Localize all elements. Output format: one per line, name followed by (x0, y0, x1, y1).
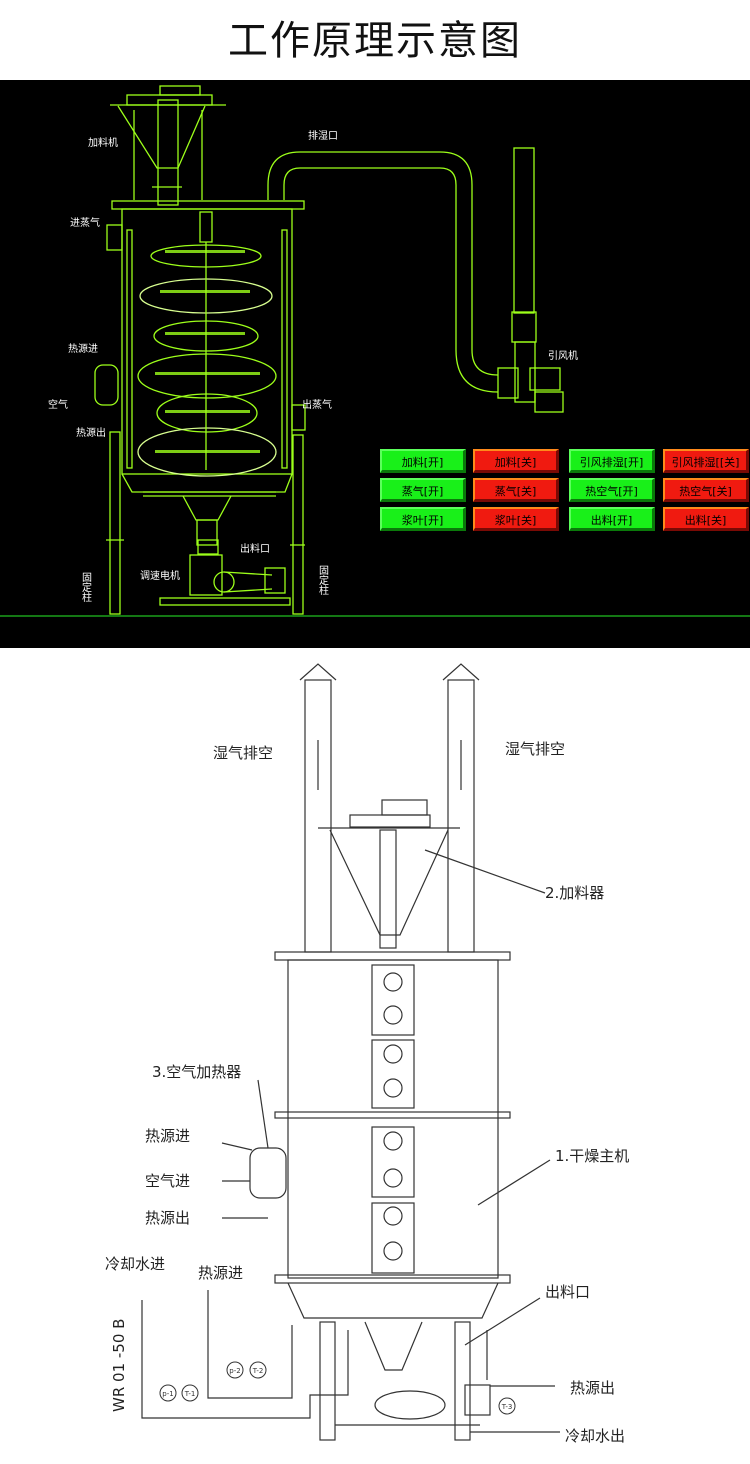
control-button-off[interactable]: 引风排湿[[关] (663, 449, 749, 473)
label-heat-out-2: 热源出 (570, 1379, 615, 1397)
control-button-on[interactable]: 引风排湿[开] (569, 449, 655, 473)
label-vent-right: 湿气排空 (505, 740, 565, 758)
control-button-on[interactable]: 浆叶[开] (380, 507, 466, 531)
gauge-t2: T-2 (252, 1367, 264, 1375)
gauge-t1: T-1 (184, 1390, 196, 1398)
label-discharge: 出料口 (545, 1283, 590, 1301)
control-button-off[interactable]: 出料[关] (663, 507, 749, 531)
dryer-schematic-green: 加料机 排湿口 进蒸气 热源进 空气 热源出 出蒸气 出料口 调速电机 引风机 … (0, 85, 750, 617)
control-button-off[interactable]: 热空气[关] (663, 478, 749, 502)
label-steam-in: 进蒸气 (70, 216, 100, 229)
label-air-heater: 3.空气加热器 (152, 1063, 241, 1081)
gauge-t3: T-3 (501, 1403, 513, 1411)
control-button-on[interactable]: 热空气[开] (569, 478, 655, 502)
page-title: 工作原理示意图 (228, 18, 522, 64)
label-fan: 引风机 (548, 349, 578, 362)
control-button-on[interactable]: 蒸气[开] (380, 478, 466, 502)
control-button-off[interactable]: 加料[关] (473, 449, 559, 473)
control-button-on[interactable]: 出料[开] (569, 507, 655, 531)
label-heat-in: 热源进 (68, 342, 98, 355)
label-air: 空气 (48, 398, 68, 411)
label-exhaust-port: 排湿口 (308, 129, 338, 142)
label-heat-in-2: 热源进 (198, 1264, 243, 1282)
control-panel-diagram: 加料机 排湿口 进蒸气 热源进 空气 热源出 出蒸气 出料口 调速电机 引风机 … (0, 80, 750, 648)
label-heat-out: 热源出 (76, 426, 106, 439)
label-fixed-column-right: 固定柱 (317, 565, 329, 596)
control-button-off[interactable]: 蒸气[关] (473, 478, 559, 502)
label-air-in: 空气进 (145, 1172, 190, 1190)
label-steam-out: 出蒸气 (302, 398, 332, 411)
control-button-on[interactable]: 加料[开] (380, 449, 466, 473)
gauge-p1: p-1 (162, 1390, 173, 1398)
dryer-schematic-line: p-1 T-1 p-2 T-2 T-3 湿气排空 湿气排空 2.加料器 3.空气… (0, 648, 750, 1460)
label-heat-in: 热源进 (145, 1127, 190, 1145)
label-vent-left: 湿气排空 (213, 744, 273, 762)
label-model: WR 01 -50 B (110, 1319, 128, 1412)
label-cooling-in: 冷却水进 (105, 1255, 165, 1273)
label-feeder: 加料机 (88, 136, 118, 149)
label-feeder: 2.加料器 (545, 884, 604, 902)
control-button-off[interactable]: 浆叶[关] (473, 507, 559, 531)
label-main-unit: 1.干燥主机 (555, 1147, 629, 1165)
label-fixed-column-left: 固定柱 (80, 572, 92, 603)
label-heat-out: 热源出 (145, 1209, 190, 1227)
label-cooling-out: 冷却水出 (565, 1427, 625, 1445)
label-discharge: 出料口 (240, 542, 270, 555)
label-motor: 调速电机 (140, 569, 180, 582)
gauge-p2: p-2 (229, 1367, 240, 1375)
